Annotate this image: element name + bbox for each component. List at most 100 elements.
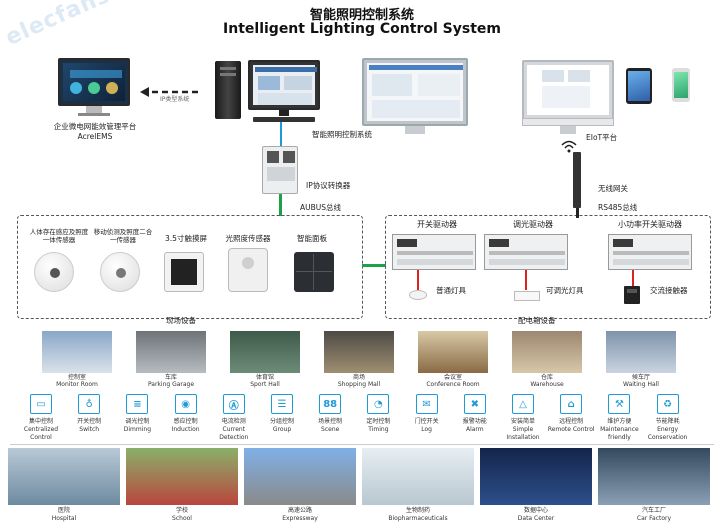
feature-label-cn: 感应控制 [173,418,198,425]
feature-label-en: Induction [171,426,200,433]
phone [672,68,690,102]
scene-photo [230,331,300,373]
log-icon: ✉ [415,394,438,414]
title-en: Intelligent Lighting Control System [223,21,501,37]
tablet [626,68,652,104]
normal-lamp [409,290,427,300]
ip-gateway-device [262,146,298,194]
feature-label-cn: 定时控制 [366,418,391,425]
center-monitor [362,58,468,126]
control-box [385,215,711,319]
industry-label-cn: 医院 [57,507,70,514]
feature-label-en: Maintenance friendly [600,426,639,441]
arrow-to-ems [140,82,202,97]
industry-label-en: Expressway [282,515,318,522]
scene-label-en: Parking Garage [147,381,195,388]
load-name: 交流接触器 [650,286,688,295]
aubus-label: AUBUS总线 [300,203,342,212]
industry-photo [244,448,356,505]
scene-label-cn: 仓库 [540,374,553,381]
lighting-sw-label: 智能照明控制系统 [312,130,372,139]
lighting-pc-monitor [248,60,320,110]
dimmable-lamp [514,291,540,301]
scene-label-en: Sport Hall [250,381,280,388]
feature-label-en: Switch [79,426,100,433]
scene-label-en: Warehouse [530,381,564,388]
feature-label-cn: 开关控制 [77,418,102,425]
industry-label-cn: 数据中心 [523,507,548,514]
feature-label-cn: 电流检测 [221,418,246,425]
pc-tower [215,61,241,119]
feature-label-cn: 集中控制 [28,418,53,425]
industry-label-en: Car Factory [636,515,672,522]
aubus-line [279,194,282,216]
module-name: 开关驱动器 [417,220,457,229]
control-label: 配电箱设备 [518,316,556,325]
motion-sensor [100,252,140,292]
feature-label-en: Group [272,426,292,433]
feature-label-en: Simple Installation [506,426,540,441]
feature-label-en: Centralized Control [23,426,59,441]
ip-gateway-connector [280,122,282,150]
ems-label-cn: 企业微电网能效管理平台 [53,122,137,131]
field-device-name: 光照度传感器 [225,234,271,243]
scene-photo [606,331,676,373]
industry-label-en: Biopharmaceuticals [388,515,448,522]
remote-icon: ⌂ [560,394,583,414]
sensor-icon: ◉ [174,394,197,414]
scene-photo [324,331,394,373]
rs485-line [576,208,579,218]
field-devices-box [17,215,363,319]
feature-label-en: Timing [368,426,389,433]
load-wire [525,270,527,290]
industry-label-cn: 高速公路 [287,507,312,514]
scene-photo [136,331,206,373]
field-device-name: 3.5寸触摸屏 [165,234,207,243]
touch-screen [164,252,204,292]
tools-icon: ⚒ [608,394,631,414]
scene-label-cn: 候车厅 [631,374,650,381]
ems-monitor-stand [86,106,102,114]
ems-monitor [58,58,130,106]
industry-photo [362,448,474,505]
scene-label-en: Shopping Mall [337,381,381,388]
switch-driver [392,234,476,270]
feature-label-cn: 安装简单 [510,418,535,425]
keyboard [253,117,315,122]
load-name: 可调光灯具 [546,286,584,295]
clock-icon: ◔ [367,394,390,414]
feature-label-cn: 分组控制 [269,418,294,425]
module-name: 调光驱动器 [513,220,553,229]
recycle-icon: ♻ [656,394,679,414]
group-icon: ☰ [271,394,293,414]
monitor-icon: ▭ [30,394,52,414]
bulb-icon: ♁ [78,394,101,414]
bus-link-line [362,264,386,267]
feature-label-en: Dimming [123,426,152,433]
scene-label-cn: 商场 [352,374,365,381]
feature-label-en: Alarm [465,426,484,433]
alarm-icon: ✖ [463,394,486,414]
wireless-gateway [573,152,581,208]
section-divider [10,444,714,445]
feature-label-en: Log [421,426,432,433]
smart-panel [294,252,334,292]
eiot-monitor [522,60,614,120]
eiot-label: EIoT平台 [586,133,618,142]
ip-gateway-label: IP协议转换器 [306,181,351,190]
scene-photo [42,331,112,373]
scene-label-en: Waiting Hall [623,381,659,388]
scene-label-en: Monitor Room [56,381,98,388]
field-device-name: 人体存在感应及照度一体传感器 [29,228,89,244]
dimming-driver [484,234,568,270]
feature-label-cn: 场景控制 [318,418,343,425]
rs485-label: RS485总线 [598,203,638,212]
industry-label-cn: 汽车工厂 [641,507,666,514]
ems-label-en: AcrelEMS [77,132,113,141]
industry-photo [598,448,710,505]
industry-label-en: Hospital [51,515,77,522]
feature-label-en: Remote Control [547,426,595,433]
contactor [624,286,640,304]
feature-label-en: Scene [321,426,340,433]
low-power-driver [608,234,692,270]
